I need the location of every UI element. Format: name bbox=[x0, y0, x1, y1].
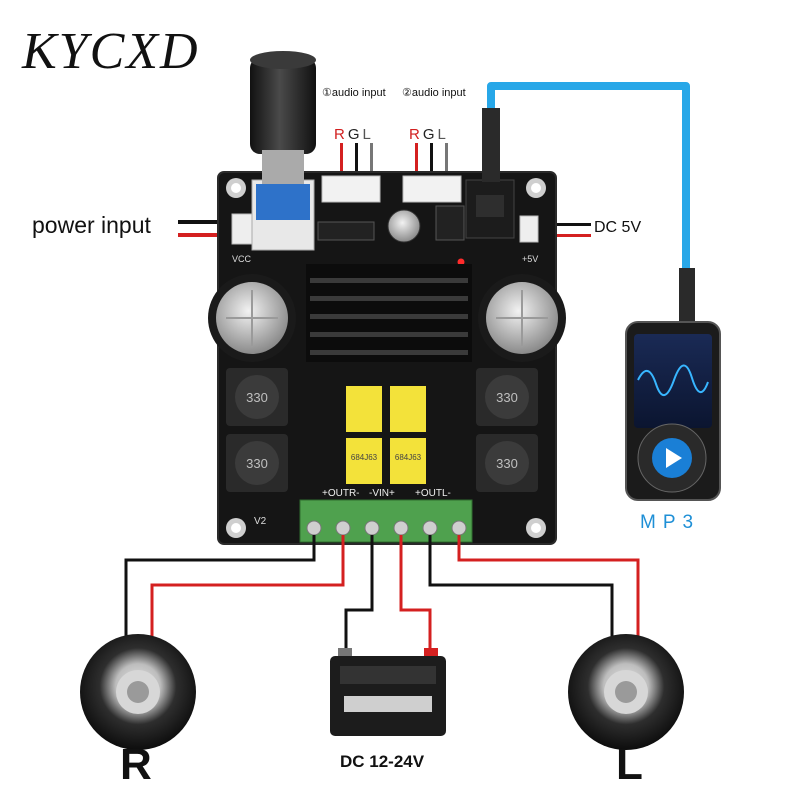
capacitor-label: 684J63 bbox=[351, 453, 378, 462]
speaker-left bbox=[568, 634, 684, 750]
mounting-holes bbox=[226, 178, 546, 538]
inductor-label: 330 bbox=[496, 390, 518, 405]
channel-r-label: R bbox=[409, 126, 423, 143]
inductor-label: 330 bbox=[246, 456, 268, 471]
inductors bbox=[226, 368, 538, 492]
electrolytic-capacitor-right bbox=[478, 274, 566, 362]
silk-vcc: VCC bbox=[232, 254, 252, 264]
channel-r-label: R bbox=[334, 126, 348, 143]
silk-version: V2 bbox=[254, 516, 267, 527]
power-connector bbox=[231, 213, 253, 245]
terminal-label-vin: -VIN+ bbox=[369, 488, 395, 499]
film-capacitors bbox=[346, 386, 426, 484]
audio-input-2-channels: RGL bbox=[409, 126, 449, 143]
power-led bbox=[457, 258, 465, 266]
terminal-label-outr: +OUTR- bbox=[322, 488, 360, 499]
output-wiring bbox=[124, 535, 640, 652]
inductor-label: 330 bbox=[496, 456, 518, 471]
channel-l-label: L bbox=[362, 126, 374, 143]
audio-connector-1 bbox=[321, 175, 381, 203]
silk-5v: +5V bbox=[522, 254, 538, 264]
mp3-player bbox=[625, 321, 721, 501]
aux-cable bbox=[482, 82, 695, 330]
audio-input-1-channels: RGL bbox=[334, 126, 374, 143]
audio-input-1-label: ①audio input bbox=[322, 87, 386, 99]
aux-plug-board bbox=[482, 108, 500, 182]
heat-sink bbox=[306, 264, 472, 362]
speaker-left-label: L bbox=[616, 740, 643, 789]
small-capacitor bbox=[387, 209, 421, 243]
dc5v-connector bbox=[519, 215, 539, 243]
channel-l-label: L bbox=[437, 126, 449, 143]
channel-g-label: G bbox=[422, 126, 438, 143]
dc-5v-label: DC 5V bbox=[594, 219, 642, 236]
capacitor-label: 684J63 bbox=[395, 453, 422, 462]
power-input-label: power input bbox=[32, 212, 151, 238]
power-input-wires bbox=[178, 220, 236, 237]
amplifier-board: 330 330 330 330 684J63 684J63 VCC +5V V2… bbox=[208, 171, 566, 545]
screw-terminal-block bbox=[299, 499, 473, 543]
dc5v-wires bbox=[535, 223, 591, 237]
audio-connector-2 bbox=[402, 175, 462, 203]
terminal-label-outl: +OUTL- bbox=[415, 488, 451, 499]
speaker-right-label: R bbox=[120, 740, 152, 789]
play-icon bbox=[666, 448, 682, 468]
audio-input-2-wires bbox=[415, 143, 448, 179]
volume-knob bbox=[250, 51, 316, 184]
channel-g-label: G bbox=[347, 126, 363, 143]
audio-input-1-wires bbox=[340, 143, 373, 179]
mp3-label: MP3 bbox=[640, 512, 701, 533]
electrolytic-capacitor-left bbox=[208, 274, 296, 362]
speaker-right bbox=[80, 634, 196, 750]
audio-input-2-label: ②audio input bbox=[402, 87, 466, 99]
inductor-label: 330 bbox=[246, 390, 268, 405]
aux-plug-mp3 bbox=[679, 268, 695, 330]
brand-logo: KYCXD bbox=[22, 23, 200, 80]
battery-voltage-label: DC 12-24V bbox=[340, 752, 425, 771]
battery bbox=[330, 648, 446, 736]
